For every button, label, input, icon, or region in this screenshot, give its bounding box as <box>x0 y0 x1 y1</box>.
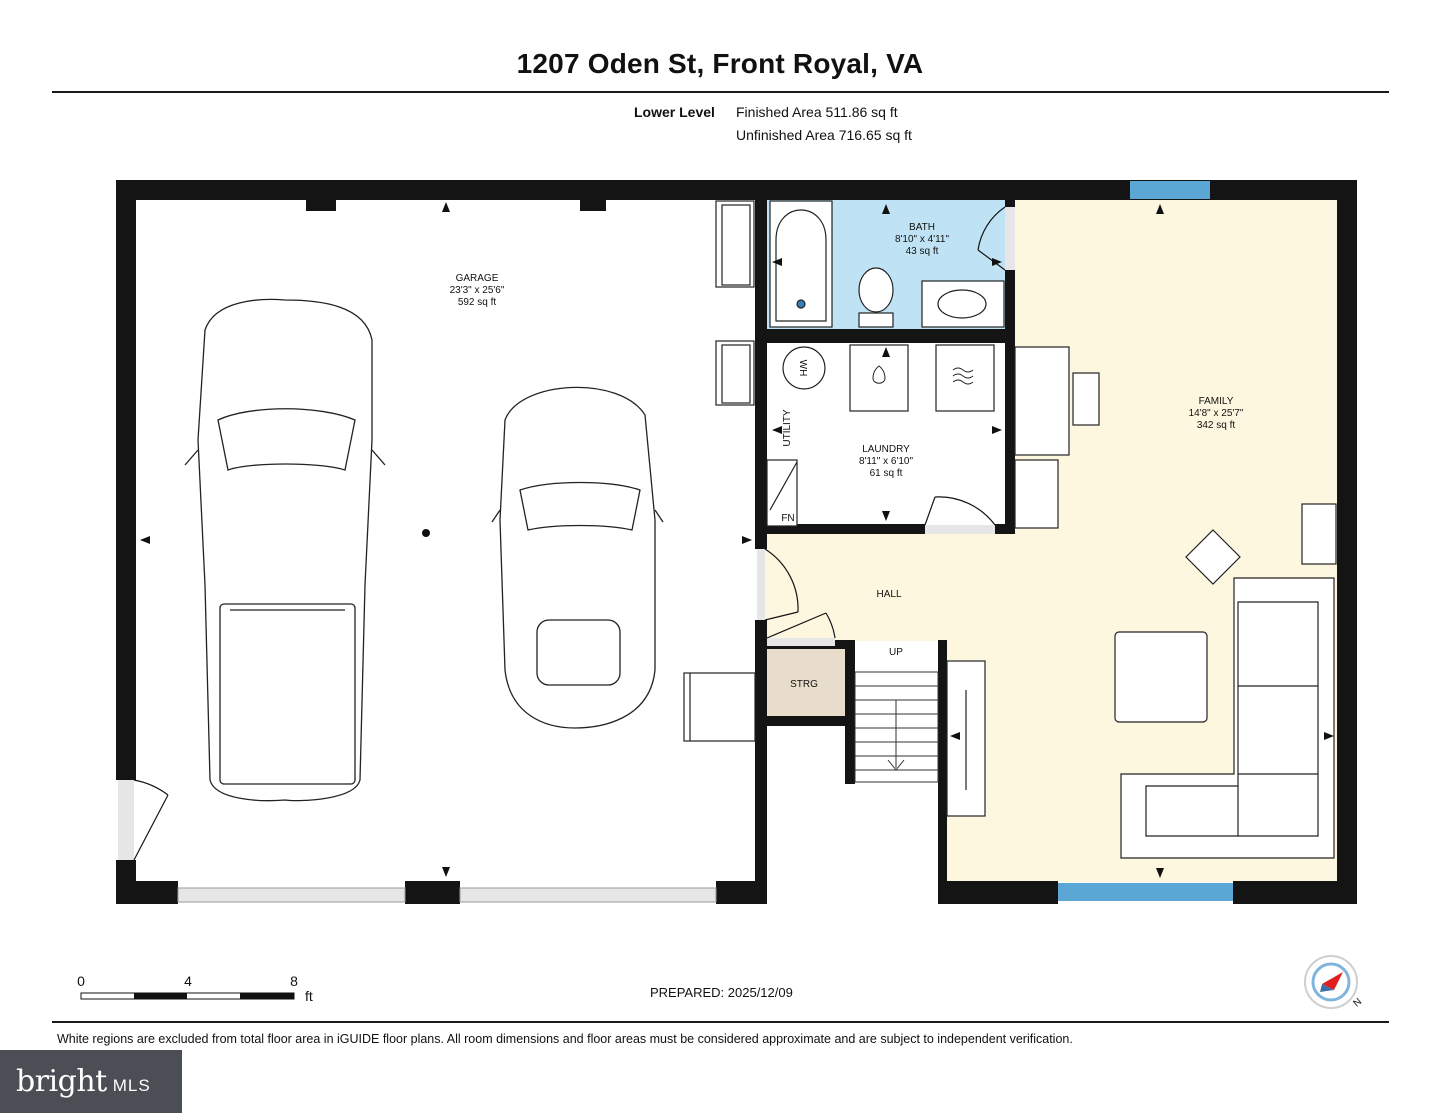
laundry-room-label: LAUNDRY 8'11" x 6'10" 61 sq ft <box>859 444 914 479</box>
staircase <box>854 671 939 783</box>
garage-fixtures <box>683 200 756 742</box>
furnace-label: FN <box>781 513 794 524</box>
family-name: FAMILY <box>1199 396 1234 407</box>
scale-tick-8: 8 <box>290 973 298 989</box>
bath-room-label: BATH 8'10" x 4'11" 43 sq ft <box>895 222 950 257</box>
doors <box>118 206 1015 861</box>
laundry-fixtures <box>766 344 995 527</box>
garage-dims: 23'3" x 25'6" <box>450 285 505 296</box>
title-rule <box>52 91 1389 93</box>
laundry-dims: 8'11" x 6'10" <box>859 456 914 467</box>
level-label: Lower Level <box>634 104 715 120</box>
prepared-date: PREPARED: 2025/12/09 <box>650 985 793 1000</box>
bright-mls-logo: bright MLS <box>0 1050 182 1113</box>
bath-name: BATH <box>909 222 935 233</box>
scale-tick-0: 0 <box>77 973 85 989</box>
wall-arrows <box>140 202 1334 878</box>
unfinished-area: Unfinished Area 716.65 sq ft <box>736 127 912 143</box>
bath-dims: 8'10" x 4'11" <box>895 234 950 245</box>
interior-walls <box>755 199 1015 904</box>
garage-door-left <box>177 887 406 903</box>
washer-icon <box>872 365 886 384</box>
scale-unit: ft <box>305 988 313 1004</box>
garage-name: GARAGE <box>456 273 499 284</box>
family-furniture <box>946 346 1337 859</box>
compass-north-label: N <box>1351 996 1364 1009</box>
garage-drain <box>422 529 430 537</box>
truck-outline <box>184 298 386 802</box>
logo-mls-text: MLS <box>112 1075 151 1095</box>
family-area: 342 sq ft <box>1197 420 1236 431</box>
finished-area: Finished Area 511.86 sq ft <box>736 104 898 120</box>
utility-label: UTILITY <box>782 409 793 447</box>
area-summary: Finished Area 511.86 sq ft Unfinished Ar… <box>736 101 912 147</box>
footer-rule <box>52 1021 1389 1023</box>
storage-floor <box>763 649 845 717</box>
exterior-walls <box>116 180 1357 904</box>
garage-area: 592 sq ft <box>458 297 497 308</box>
storage-label: STRG <box>790 679 818 690</box>
logo-bright-text: bright <box>16 1064 107 1099</box>
car-outline <box>491 386 664 729</box>
bath-area: 43 sq ft <box>906 246 939 257</box>
garage-door-right <box>459 887 717 903</box>
scale-bar: 0 4 8 ft <box>77 973 313 1004</box>
disclaimer-text: White regions are excluded from total fl… <box>57 1032 1073 1046</box>
address-title: 1207 Oden St, Front Royal, VA <box>516 48 924 79</box>
family-room-label: FAMILY 14'8" x 25'7" 342 sq ft <box>1189 396 1244 431</box>
compass-icon: N <box>1304 955 1364 1009</box>
family-bottom-window <box>1058 883 1233 901</box>
dryer-icon <box>952 367 974 385</box>
hall-label: HALL <box>876 589 901 600</box>
family-dims: 14'8" x 25'7" <box>1189 408 1244 419</box>
stairs-up-label: UP <box>889 647 903 658</box>
laundry-area: 61 sq ft <box>870 468 903 479</box>
bath-fixtures <box>769 200 1005 328</box>
family-top-window <box>1130 181 1210 199</box>
laundry-name: LAUNDRY <box>862 444 910 455</box>
water-heater-label: WH <box>797 360 808 377</box>
garage-room-label: GARAGE 23'3" x 25'6" 592 sq ft <box>450 273 505 308</box>
scale-tick-4: 4 <box>184 973 192 989</box>
